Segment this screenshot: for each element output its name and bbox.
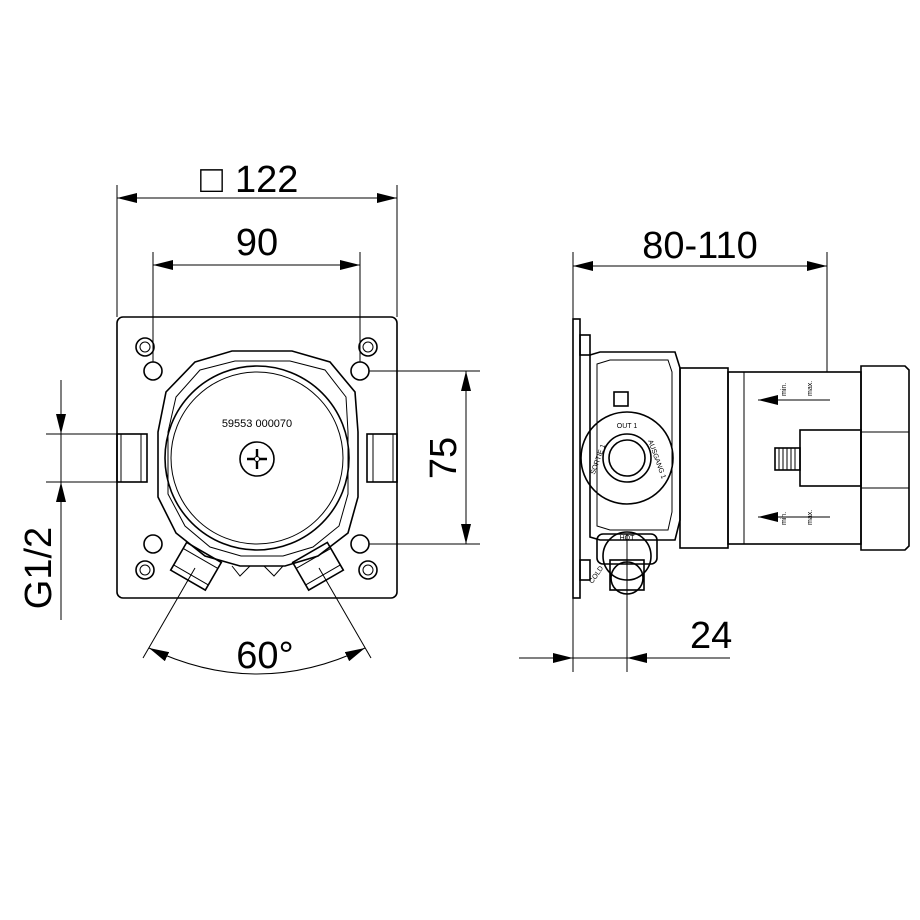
port-left: [116, 433, 148, 483]
screw-icon: [239, 441, 275, 477]
part-number: 59553 000070: [222, 418, 292, 430]
dim-outer-width: □ 122: [116, 159, 398, 317]
port-bottom-right: [291, 541, 345, 592]
bottom-notch: [231, 565, 284, 577]
center-circle-inner: [170, 371, 344, 545]
valve-housing-inner: [167, 360, 349, 557]
svg-text:OUT 1: OUT 1: [617, 423, 638, 430]
dim-depth-range-label: 80-110: [642, 225, 758, 267]
front-view: 59553 000070: [116, 316, 398, 599]
side-cap: [860, 365, 910, 551]
corner-hole-top-left: [135, 337, 155, 357]
dim-angle-label: 60°: [236, 635, 293, 677]
depth-markings-top: min. max.: [758, 381, 830, 405]
side-stem: [799, 429, 862, 487]
inlet-fitting: HOT COLD: [588, 531, 658, 595]
fixing-hole-top-right: [350, 361, 370, 381]
svg-text:AUSGANG 1: AUSGANG 1: [646, 439, 667, 480]
center-circle-outer: [164, 365, 350, 551]
corner-hole-bottom-right: [358, 560, 378, 580]
corner-hole-bottom-left: [135, 560, 155, 580]
side-sleeve: [679, 367, 729, 549]
side-view: min. max. min. max. OUT 1 SORTIE 1 AUSGA…: [572, 318, 910, 599]
dim-hole-spacing-h: 90: [152, 222, 361, 362]
svg-text:min.: min.: [781, 383, 788, 396]
fixing-hole-bottom-left: [143, 534, 163, 554]
corner-hole-top-right: [358, 337, 378, 357]
dim-offset-label: 24: [690, 615, 732, 657]
svg-text:min.: min.: [781, 512, 788, 525]
svg-text:SORTIE 1: SORTIE 1: [590, 443, 607, 475]
svg-text:COLD: COLD: [588, 565, 605, 585]
outlet-fitting: OUT 1 SORTIE 1 AUSGANG 1: [580, 411, 674, 505]
fixing-hole-top-left: [143, 361, 163, 381]
dim-thread-label: G1/2: [18, 527, 60, 609]
side-plate: [572, 318, 581, 599]
dim-thread: G1/2: [18, 380, 123, 620]
dim-hole-spacing-h-label: 90: [236, 222, 278, 264]
dim-angle: 60°: [142, 567, 372, 677]
dim-hole-spacing-v-label: 75: [423, 437, 465, 479]
svg-text:max.: max.: [807, 510, 814, 525]
depth-markings-bottom: min. max.: [758, 510, 830, 525]
dim-offset: 24: [519, 534, 732, 672]
svg-text:max.: max.: [807, 381, 814, 396]
dim-hole-spacing-v: 75: [369, 370, 480, 545]
square-symbol: □: [200, 159, 223, 201]
port-right: [366, 433, 398, 483]
dim-outer-width-label: 122: [235, 159, 298, 201]
fixing-hole-bottom-right: [350, 534, 370, 554]
dim-depth-range: 80-110: [572, 225, 828, 372]
